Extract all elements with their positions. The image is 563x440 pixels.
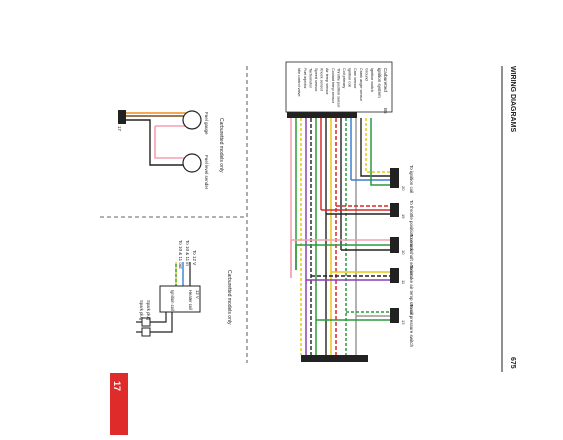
right-label-5: To oil pressure switch (409, 304, 414, 348)
fuel-sender-icon (182, 153, 202, 173)
right-label-1: To ignition coil (409, 165, 414, 193)
connector-code-5: 13 (401, 320, 406, 325)
block-row-label: Crank angle sensor (359, 68, 363, 102)
bl-line-2: To 10 & 11 in (185, 240, 190, 266)
section-title: WIRING DIAGRAMS (509, 66, 516, 132)
ignition-block-frame (285, 61, 393, 113)
fuel-connector (118, 110, 126, 124)
main-connector-bottom (301, 355, 368, 362)
block-row-label: Speed sensor (314, 68, 318, 92)
connector-10 (390, 237, 399, 253)
fuel-sender-label: Fuel level sender (204, 155, 209, 190)
block-row-label: Air temp sensor (325, 68, 329, 95)
block-row-label: Throttle position sensor (336, 68, 340, 108)
spark-plug-label-1: Spark plug (146, 300, 151, 321)
bl-line-3: To 10 & 11 out (178, 240, 183, 269)
right-label-2: To throttle position sensor (409, 200, 414, 252)
block-row-label: Coolant temp sensor (331, 68, 335, 104)
chapter-tab (110, 373, 128, 435)
block-title: Carburetted (383, 68, 388, 92)
coil-label-2: Heater coil (188, 290, 193, 310)
block-row-label: Fuel injector (303, 68, 307, 89)
connector-code-1: 20 (401, 186, 406, 191)
wire-pink (154, 126, 186, 159)
connector-19 (390, 203, 399, 217)
run-9 (295, 244, 390, 270)
block-row-label: Ground (364, 68, 368, 81)
bottom-left-heading: Carburetted models only (226, 270, 232, 325)
connector-13 (390, 308, 399, 323)
page-number: 675 (509, 357, 516, 369)
block-row-label: Ignition coil (348, 68, 352, 87)
fuel-connector-label: 17 (117, 126, 122, 132)
right-label-3: To crankshaft sensor (409, 234, 414, 276)
top-left-heading: Carburetted models only (218, 118, 224, 173)
block-row-label: Coil primary (342, 68, 346, 88)
connector-11 (390, 268, 399, 283)
run-4 (370, 118, 390, 186)
fuel-gauge-label: Fuel gauge (204, 112, 209, 135)
bl-line-1: To 12 V (192, 250, 197, 265)
run-2 (360, 118, 390, 177)
wire-runs (290, 118, 390, 321)
connector-code-4: 11 (401, 280, 406, 285)
run-10 (290, 239, 390, 278)
block-row-label: Tachometer (308, 68, 312, 89)
block-row-label: Knock sensor (320, 68, 324, 92)
block-code: B5 (383, 108, 388, 114)
right-label-4: To intake air temp sensor (409, 265, 414, 316)
block-row-label: Idle control valve (297, 68, 301, 97)
block-row-label: Ignition switch (370, 68, 374, 92)
wire-black-1 (126, 119, 186, 166)
run-3 (365, 118, 390, 173)
plug-lead-2 (150, 312, 173, 333)
spark-plug-label-2: Spark plug (139, 300, 144, 321)
chapter-tab-number: 17 (112, 381, 122, 391)
block-subtitle: ignition system (377, 68, 382, 98)
connector-code-2: 19 (401, 214, 406, 219)
main-connector-top (287, 112, 357, 118)
ignition-coil-box (159, 285, 201, 313)
fuel-gauge-icon (182, 110, 202, 130)
connector-20 (390, 168, 399, 188)
coil-label-1: 12 V (195, 290, 200, 299)
connector-code-3: 10 (401, 250, 406, 255)
coil-label-3: Ignition coil (170, 290, 175, 311)
plug-lead-1 (150, 312, 167, 323)
block-row-label: Cam sensor (353, 68, 357, 89)
spark-plug-icon-2 (141, 327, 151, 337)
